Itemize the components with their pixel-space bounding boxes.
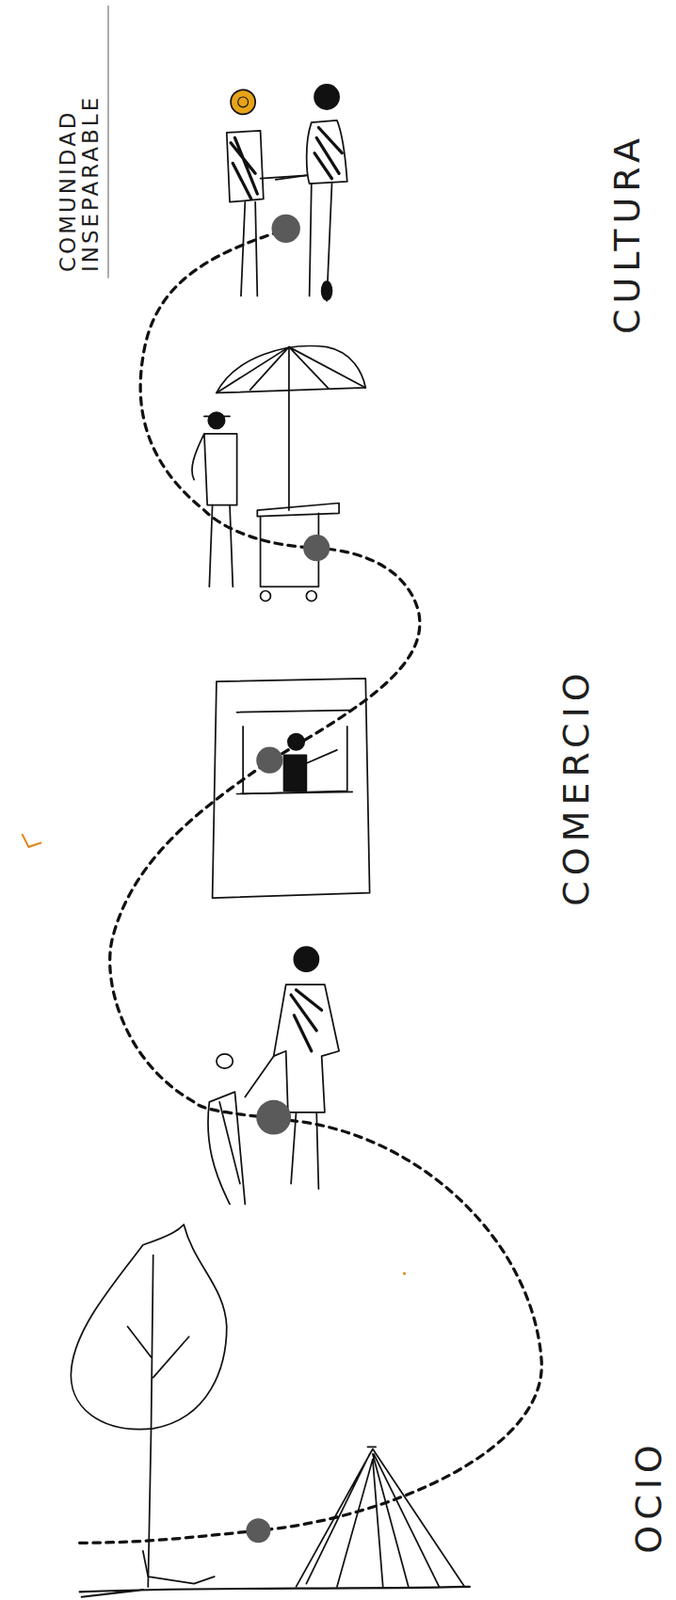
title-text: COMUNIDAD INSEPARABLE <box>56 25 102 273</box>
section-label: COMERCIO <box>558 627 596 948</box>
section-label: CULTURA <box>609 92 647 375</box>
section-label: OCIO <box>630 1393 669 1600</box>
